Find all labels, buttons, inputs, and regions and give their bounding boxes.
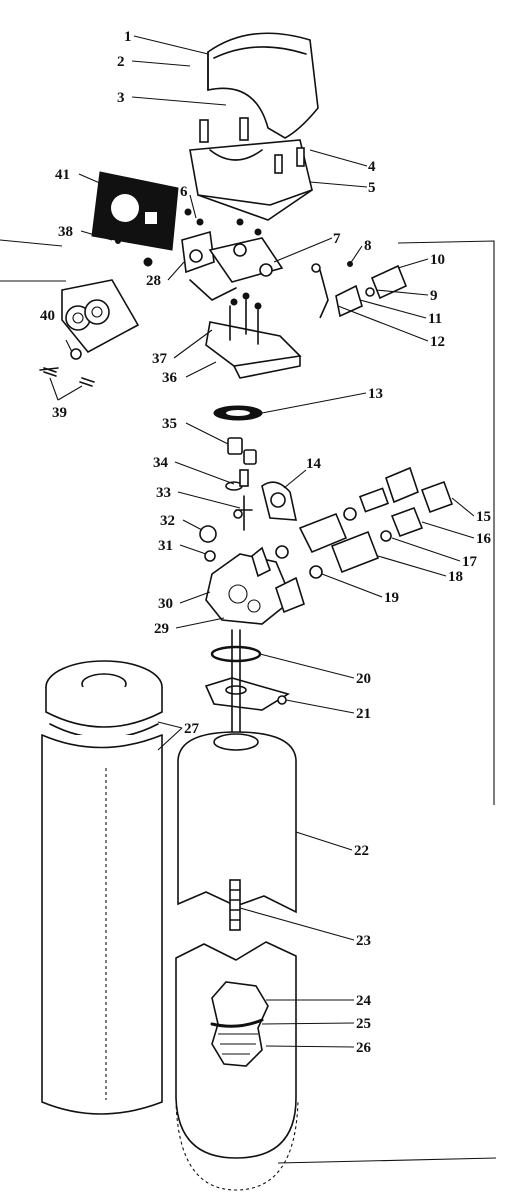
internal-valve-parts (199, 437, 257, 562)
callout-8: 8 (364, 238, 372, 254)
callout-35: 35 (162, 416, 177, 432)
bypass-fitting-part (311, 261, 408, 319)
callout-13: 13 (368, 386, 383, 402)
callout-39: 39 (52, 405, 67, 421)
callout-10: 10 (430, 252, 445, 268)
callout-27: 27 (184, 721, 200, 737)
callout-34: 34 (153, 455, 169, 471)
callout-22: 22 (354, 843, 369, 859)
grouping-bracket (0, 239, 497, 1164)
callout-32: 32 (160, 513, 175, 529)
distributor-tube-part (229, 879, 241, 931)
timer-housing-part (189, 117, 313, 221)
callout-28: 28 (146, 273, 161, 289)
callout-20: 20 (356, 671, 371, 687)
callout-26: 26 (356, 1040, 372, 1056)
callout-15: 15 (476, 509, 491, 525)
callout-24: 24 (356, 993, 372, 1009)
valve-top-plate-part (205, 292, 302, 379)
callout-7: 7 (333, 231, 341, 247)
callout-3: 3 (117, 90, 125, 106)
callout-36: 36 (162, 370, 178, 386)
valve-body-part (205, 546, 305, 625)
callout-5: 5 (368, 180, 376, 196)
callout-33: 33 (156, 485, 171, 501)
callout-37: 37 (152, 351, 168, 367)
gear-plate-part (189, 237, 284, 301)
callout-labels: 1 2 3 4 5 6 7 8 9 10 11 12 13 14 15 16 1… (40, 29, 492, 1056)
mineral-tank-part (175, 731, 299, 1191)
callout-40: 40 (40, 308, 55, 324)
callout-18: 18 (448, 569, 463, 585)
bracket-part (115, 208, 262, 274)
callout-6: 6 (180, 184, 188, 200)
control-knob-part (39, 279, 140, 387)
callout-38: 38 (58, 224, 73, 240)
piston-seal-part (213, 405, 263, 421)
callout-17: 17 (462, 554, 478, 570)
resin-bed-part (210, 981, 269, 1067)
callout-23: 23 (356, 933, 371, 949)
callout-9: 9 (430, 288, 438, 304)
callout-21: 21 (356, 706, 371, 722)
callout-12: 12 (430, 334, 445, 350)
gasket-part (91, 171, 179, 251)
callout-30: 30 (158, 596, 173, 612)
inlet-outlet-fittings (261, 466, 454, 579)
callout-31: 31 (158, 538, 173, 554)
callout-14: 14 (306, 456, 322, 472)
cover-part (207, 32, 319, 139)
callout-29: 29 (154, 621, 169, 637)
callout-1: 1 (124, 29, 132, 45)
callout-16: 16 (476, 531, 492, 547)
leader-lines (49, 35, 475, 1048)
tank-adapter-part (204, 629, 290, 741)
callout-4: 4 (368, 159, 376, 175)
callout-25: 25 (356, 1016, 371, 1032)
callout-19: 19 (384, 590, 399, 606)
callout-41: 41 (55, 167, 70, 183)
callout-2: 2 (117, 54, 125, 70)
brine-tank-part (41, 660, 163, 1115)
callout-11: 11 (428, 311, 442, 327)
